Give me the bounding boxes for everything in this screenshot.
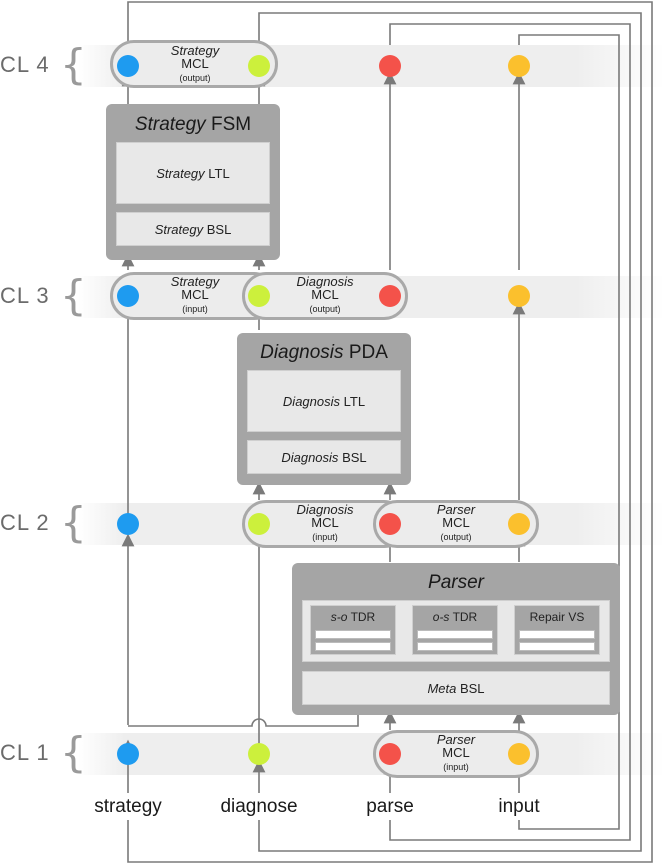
brace-cl4: { xyxy=(60,40,87,89)
repair-vs-bar-1 xyxy=(519,630,595,639)
parser-title: Parser xyxy=(428,572,484,593)
dot-strategy-cl1 xyxy=(117,743,139,765)
os-tdr-bar-1 xyxy=(417,630,493,639)
stream-label-input: input xyxy=(498,796,540,817)
dot-diagnose-cl1 xyxy=(248,743,270,765)
stream-label-strategy: strategy xyxy=(94,796,162,817)
dot-input-cl1 xyxy=(508,743,530,765)
strategy-bsl: Strategy BSL xyxy=(116,212,270,246)
dot-strategy-cl3 xyxy=(117,285,139,307)
dot-strategy-cl2 xyxy=(117,513,139,535)
level-label-cl1: CL 1 xyxy=(0,740,50,765)
so-tdr: s-o TDR xyxy=(310,605,396,655)
dot-parse-cl3 xyxy=(379,285,401,307)
dot-input-cl4 xyxy=(508,55,530,77)
dot-input-cl2 xyxy=(508,513,530,535)
os-tdr-label: o-s TDR xyxy=(432,610,478,624)
dot-parse-cl1 xyxy=(379,743,401,765)
meta-bsl: Meta BSL xyxy=(302,671,610,705)
dot-parse-cl2 xyxy=(379,513,401,535)
strategy-fsm-title: Strategy FSM xyxy=(134,114,252,135)
brace-cl1: { xyxy=(60,728,87,777)
band-cl1 xyxy=(78,733,664,775)
os-tdr: o-s TDR xyxy=(412,605,498,655)
diagnosis-pda-box: Diagnosis PDA Diagnosis LTL Diagnosis BS… xyxy=(237,333,411,485)
repair-vs-label: Repair VS xyxy=(529,610,585,624)
so-tdr-label: s-o TDR xyxy=(330,610,376,624)
dot-diagnose-cl4 xyxy=(248,55,270,77)
level-label-cl2: CL 2 xyxy=(0,510,50,535)
dot-strategy-cl4 xyxy=(117,55,139,77)
os-tdr-bar-2 xyxy=(417,642,493,651)
level-label-cl4: CL 4 xyxy=(0,52,50,77)
diagnosis-pda-title: Diagnosis PDA xyxy=(260,342,388,363)
strategy-fsm-box: Strategy FSM Strategy LTL Strategy BSL xyxy=(106,104,280,260)
brace-cl3: { xyxy=(60,271,87,320)
stream-label-parse: parse xyxy=(366,796,414,817)
dot-parse-cl4 xyxy=(379,55,401,77)
so-tdr-bar-1 xyxy=(315,630,391,639)
diagnosis-bsl: Diagnosis BSL xyxy=(247,440,401,474)
diagnosis-ltl: Diagnosis LTL xyxy=(247,370,401,432)
dot-diagnose-cl3 xyxy=(248,285,270,307)
dot-input-cl3 xyxy=(508,285,530,307)
parser-box: Parser s-o TDR o-s TDR Repair VS Meta BS… xyxy=(292,563,620,715)
so-tdr-bar-2 xyxy=(315,642,391,651)
repair-vs-bar-2 xyxy=(519,642,595,651)
level-label-cl3: CL 3 xyxy=(0,283,50,308)
strategy-ltl: Strategy LTL xyxy=(116,142,270,204)
dot-diagnose-cl2 xyxy=(248,513,270,535)
stream-label-diagnose: diagnose xyxy=(220,796,298,817)
repair-vs: Repair VS xyxy=(514,605,600,655)
brace-cl2: { xyxy=(60,498,87,547)
